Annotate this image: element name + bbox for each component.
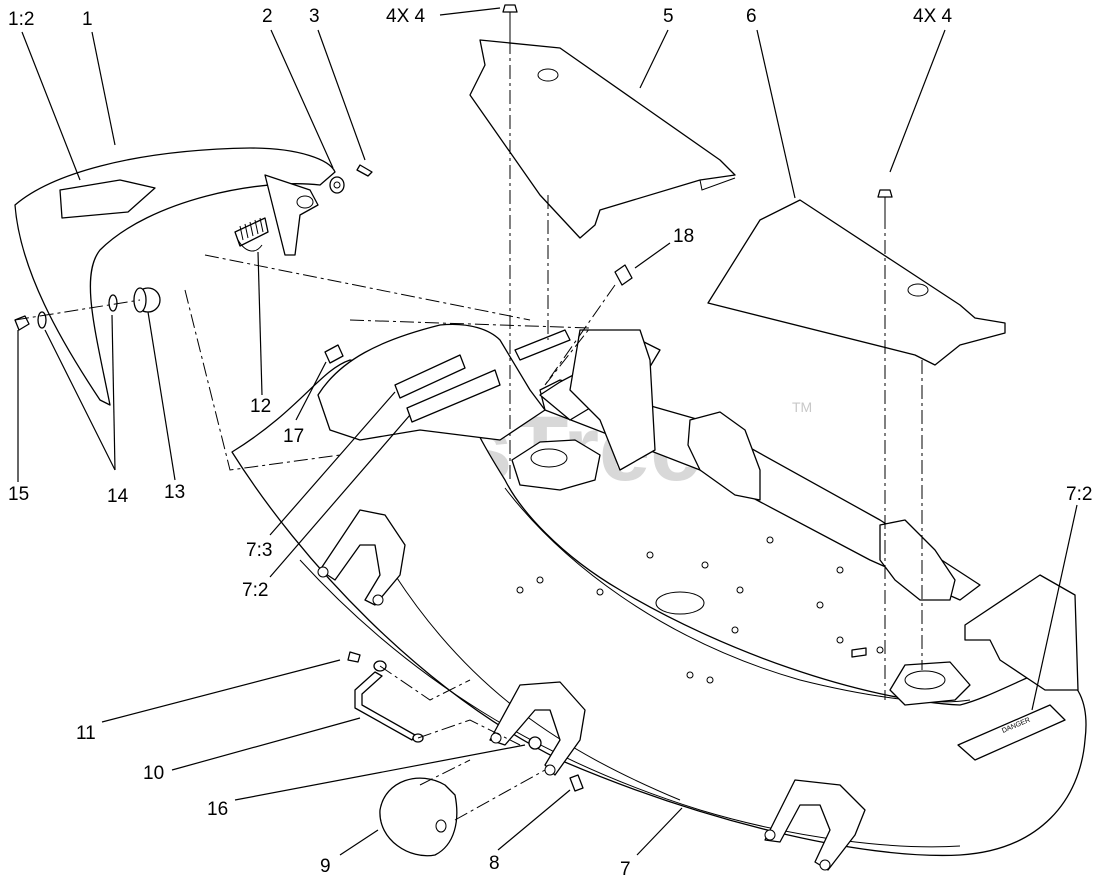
callout-3: 3 <box>309 6 320 27</box>
bolt-part-11 <box>347 651 361 663</box>
callout-14: 14 <box>107 486 129 507</box>
fitting-part-17 <box>324 344 344 364</box>
callout-8: 8 <box>489 853 500 874</box>
callout-2: 2 <box>262 6 273 27</box>
callout-4x4-left: 4X 4 <box>386 6 426 27</box>
fitting-part-18 <box>614 264 633 286</box>
callout-13: 13 <box>164 482 185 503</box>
bolt-4x4-left <box>502 4 518 13</box>
callout-4x4-right: 4X 4 <box>913 6 953 27</box>
callout-16: 16 <box>207 799 228 820</box>
callout-11: 11 <box>76 723 96 744</box>
callout-7-2-left: 7:2 <box>242 580 268 601</box>
watermark-trademark: TM <box>792 399 812 415</box>
deck-cover-left <box>317 323 546 441</box>
spring-part-12 <box>234 217 269 252</box>
cotter-pin-part-3 <box>356 164 373 177</box>
spacer-part-13 <box>133 287 161 313</box>
shield-part-1 <box>14 147 336 406</box>
belt-cover-part-6 <box>707 199 1006 366</box>
callout-6: 6 <box>746 6 757 27</box>
roller-part-9 <box>379 777 458 857</box>
callout-10: 10 <box>143 763 164 784</box>
belt-cover-part-5 <box>469 39 736 239</box>
callout-12: 12 <box>250 396 271 417</box>
callout-1: 1 <box>82 9 93 30</box>
washer-part-14a <box>108 294 118 312</box>
callout-5: 5 <box>663 6 674 27</box>
washer-part-14b <box>37 311 47 329</box>
pin-part-10 <box>354 671 424 743</box>
nut-part-16 <box>528 736 542 750</box>
bolt-part-8 <box>569 774 584 792</box>
callout-9: 9 <box>320 856 331 877</box>
callout-18: 18 <box>673 226 694 247</box>
callout-17: 17 <box>283 426 304 447</box>
callout-7-3: 7:3 <box>246 540 272 561</box>
callout-1-2: 1:2 <box>8 9 34 30</box>
callout-15: 15 <box>8 484 29 505</box>
callout-7: 7 <box>620 859 631 880</box>
bolt-4x4-right <box>877 189 893 198</box>
mower-deck-part-7: DANGER <box>231 329 1087 871</box>
callout-7-2-right: 7:2 <box>1066 484 1092 505</box>
